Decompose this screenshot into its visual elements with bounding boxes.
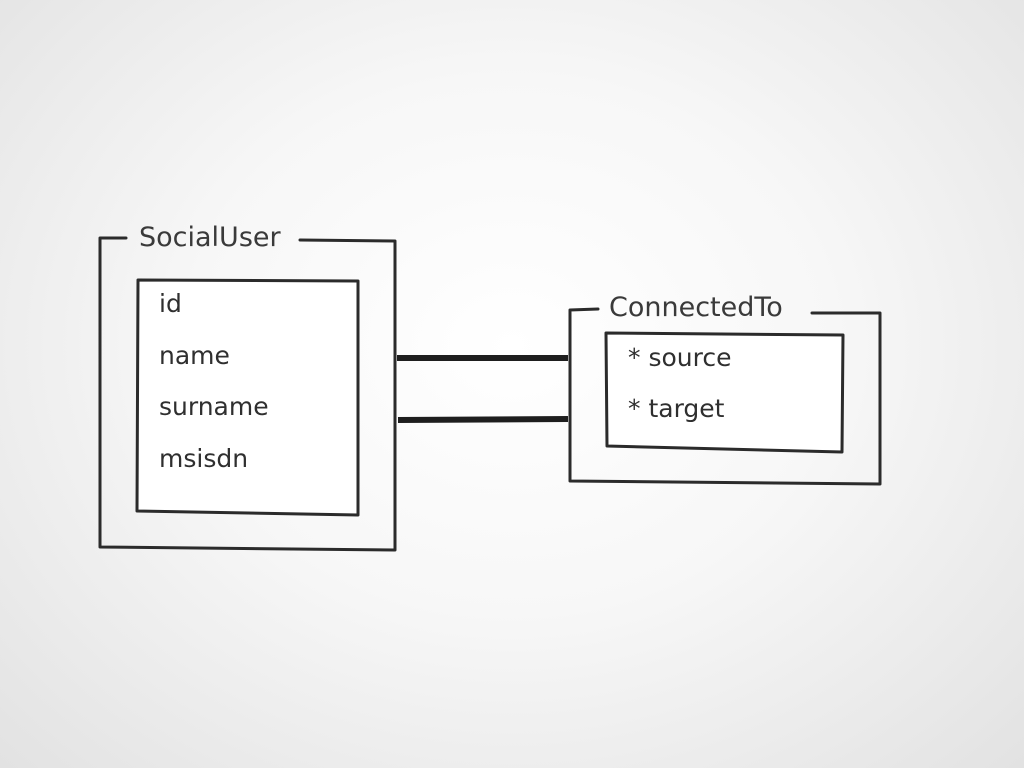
social-user-field-surname: surname — [159, 392, 269, 421]
social-user-outer-frame — [98, 236, 397, 552]
relation-line-bottom — [397, 416, 569, 423]
social-user-field-box — [135, 278, 360, 517]
social-user-label: SocialUser — [139, 222, 281, 253]
connected-to-field-box — [604, 331, 845, 454]
connected-to-field-target: * target — [628, 394, 725, 423]
connected-to-field-source: * source — [628, 343, 731, 372]
entity-connected-to[interactable]: ConnectedTo * source * target — [568, 292, 882, 486]
connected-to-outer-frame — [568, 307, 882, 486]
social-user-field-id: id — [159, 289, 182, 318]
entity-social-user[interactable]: SocialUser id name surname msisdn — [98, 222, 397, 552]
social-user-field-name: name — [159, 341, 230, 370]
connected-to-label: ConnectedTo — [609, 292, 783, 323]
social-user-field-msisdn: msisdn — [159, 444, 248, 473]
